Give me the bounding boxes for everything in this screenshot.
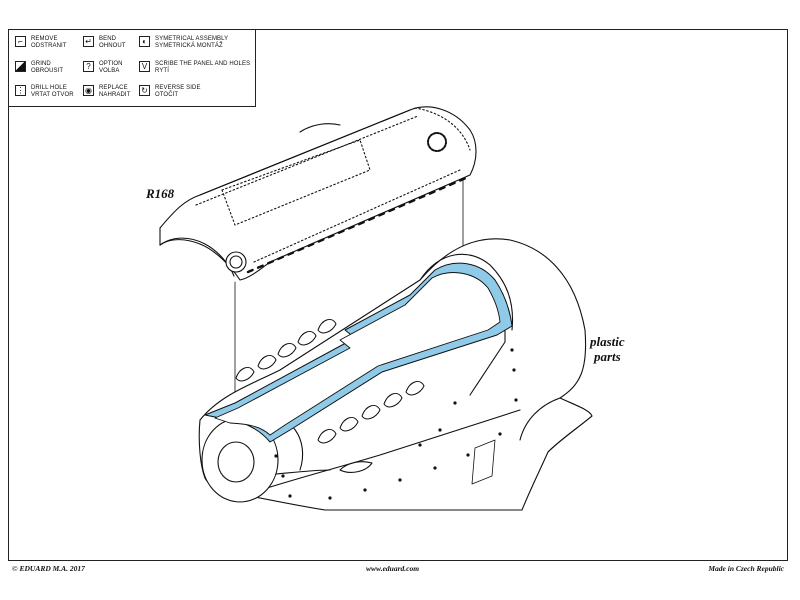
remove-icon: ⌐ — [15, 36, 26, 47]
legend-symmetrical-cz: SYMETRICKÁ MONTÁŽ — [155, 43, 223, 49]
legend-grind-en: GRIND — [31, 61, 51, 67]
symmetrical-assembly-icon: ◐ — [139, 36, 150, 47]
footer-made-in: Made in Czech Republic — [708, 564, 784, 573]
legend-grind-cz: OBROUSIT — [31, 68, 64, 74]
part-r168-panel — [159, 106, 477, 281]
bend-icon: ↵ — [83, 36, 94, 47]
sheet-frame — [8, 29, 788, 561]
option-icon: ? — [83, 61, 94, 72]
part-number-label: R168 — [146, 186, 175, 201]
legend-option-en: OPTION — [99, 61, 123, 67]
scribe-icon: V — [139, 61, 150, 72]
legend-remove-cz: ODSTRANIT — [31, 43, 67, 49]
legend-scribe-en: SCRIBE THE PANEL AND HOLES — [155, 61, 251, 67]
page-footer: © EDUARD M.A. 2017 www.eduard.com Made i… — [8, 564, 788, 576]
legend-remove-en: REMOVE — [31, 36, 58, 42]
legend-option-cz: VOLBA — [99, 68, 120, 74]
legend-symmetrical-en: SYMETRICAL ASSEMBLY — [155, 36, 229, 42]
plastic-parts-label: plastic parts — [590, 334, 625, 364]
exhaust-stacks-upper — [235, 318, 337, 382]
footer-website: www.eduard.com — [366, 564, 420, 573]
legend-reverse-cz: OTOČIT — [155, 92, 179, 98]
legend-bend-en: BEND — [99, 36, 117, 42]
legend-drill-en: DRILL HOLE — [31, 85, 67, 91]
legend-bend-cz: OHNOUT — [99, 43, 126, 49]
engine-cowling — [198, 238, 593, 511]
cowling-rivets — [274, 348, 518, 500]
drill-hole-icon: ⋮ — [15, 85, 26, 96]
footer-copyright: © EDUARD M.A. 2017 — [12, 564, 85, 573]
exhaust-stacks-lower — [317, 380, 425, 444]
reverse-side-icon: ↻ — [139, 85, 150, 96]
legend-replace-en: REPLACE — [99, 85, 128, 91]
plastic-label-line1: plastic — [590, 334, 625, 349]
legend-reverse-en: REVERSE SIDE — [155, 85, 201, 91]
plastic-label-line2: parts — [593, 349, 621, 364]
replace-icon: ◉ — [83, 85, 94, 96]
grind-icon — [15, 61, 26, 72]
legend-drill-cz: VRTAT OTVOR — [31, 92, 74, 98]
legend-replace-cz: NAHRADIT — [99, 92, 131, 98]
legend-scribe-cz: RYTÍ — [155, 68, 169, 74]
